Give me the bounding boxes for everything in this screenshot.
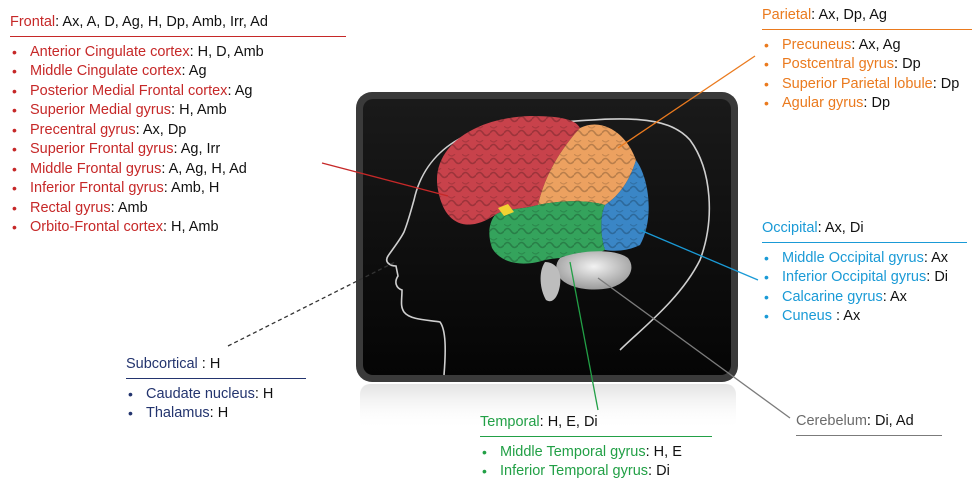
occipital-rule <box>762 242 967 243</box>
temporal-panel: Temporal: H, E, Di Middle Temporal gyrus… <box>480 413 712 482</box>
frontal-panel: Frontal: Ax, A, D, Ag, H, Dp, Amb, Irr, … <box>10 13 346 238</box>
occipital-header: Occipital: Ax, Di <box>762 219 967 239</box>
occipital-panel: Occipital: Ax, Di Middle Occipital gyrus… <box>762 219 967 327</box>
temporal-list: Middle Temporal gyrus: H, E Inferior Tem… <box>480 443 712 482</box>
subcortical-title: Subcortical <box>126 356 202 372</box>
parietal-list: Precuneus: Ax, Ag Postcentral gyrus: Dp … <box>762 36 972 114</box>
list-item: Inferior Frontal gyrus: Amb, H <box>10 179 346 199</box>
list-item: Calcarine gyrus: Ax <box>762 288 967 308</box>
list-item: Middle Cingulate cortex: Ag <box>10 62 346 82</box>
cerebellum-title: Cerebelum <box>796 413 867 429</box>
parietal-title: Parietal <box>762 7 811 23</box>
list-item: Precentral gyrus: Ax, Dp <box>10 121 346 141</box>
list-item: Postcentral gyrus: Dp <box>762 55 972 75</box>
list-item: Superior Frontal gyrus: Ag, Irr <box>10 140 346 160</box>
subcortical-list: Caudate nucleus: H Thalamus: H <box>126 385 306 424</box>
list-item: Orbito-Frontal cortex: H, Amb <box>10 218 346 238</box>
list-item: Middle Temporal gyrus: H, E <box>480 443 712 463</box>
occipital-list: Middle Occipital gyrus: Ax Inferior Occi… <box>762 249 967 327</box>
parietal-abbr: Ax, Dp, Ag <box>818 7 887 23</box>
temporal-title: Temporal <box>480 414 540 430</box>
cerebellum-rule <box>796 435 942 436</box>
temporal-abbr: H, E, Di <box>548 414 598 430</box>
list-item: Agular gyrus: Dp <box>762 94 972 114</box>
frontal-list: Anterior Cingulate cortex: H, D, Amb Mid… <box>10 43 346 238</box>
frontal-title: Frontal <box>10 14 55 30</box>
parietal-panel: Parietal: Ax, Dp, Ag Precuneus: Ax, Ag P… <box>762 6 972 114</box>
list-item: Posterior Medial Frontal cortex: Ag <box>10 82 346 102</box>
parietal-rule <box>762 29 972 30</box>
list-item: Inferior Temporal gyrus: Di <box>480 462 712 482</box>
occipital-abbr: Ax, Di <box>825 220 864 236</box>
list-item: Middle Occipital gyrus: Ax <box>762 249 967 269</box>
list-item: Anterior Cingulate cortex: H, D, Amb <box>10 43 346 63</box>
frontal-rule <box>10 36 346 37</box>
temporal-header: Temporal: H, E, Di <box>480 413 712 433</box>
list-item: Thalamus: H <box>126 404 306 424</box>
subcortical-header: Subcortical : H <box>126 355 306 375</box>
temporal-rule <box>480 436 712 437</box>
list-item: Superior Parietal lobule: Dp <box>762 75 972 95</box>
cerebellum-panel: Cerebelum: Di, Ad <box>796 412 942 442</box>
list-item: Inferior Occipital gyrus: Di <box>762 268 967 288</box>
list-item: Superior Medial gyrus: H, Amb <box>10 101 346 121</box>
list-item: Middle Frontal gyrus: A, Ag, H, Ad <box>10 160 346 180</box>
frontal-header: Frontal: Ax, A, D, Ag, H, Dp, Amb, Irr, … <box>10 13 346 33</box>
list-item: Caudate nucleus: H <box>126 385 306 405</box>
list-item: Precuneus: Ax, Ag <box>762 36 972 56</box>
subcortical-rule <box>126 378 306 379</box>
subcortical-panel: Subcortical : H Caudate nucleus: H Thala… <box>126 355 306 424</box>
frontal-abbr: Ax, A, D, Ag, H, Dp, Amb, Irr, Ad <box>62 14 268 30</box>
cerebellum-abbr: Di, Ad <box>875 413 914 429</box>
cerebellum-header: Cerebelum: Di, Ad <box>796 412 942 432</box>
subcortical-abbr: H <box>210 356 220 372</box>
list-item: Cuneus : Ax <box>762 307 967 327</box>
parietal-header: Parietal: Ax, Dp, Ag <box>762 6 972 26</box>
occipital-title: Occipital <box>762 220 818 236</box>
list-item: Rectal gyrus: Amb <box>10 199 346 219</box>
